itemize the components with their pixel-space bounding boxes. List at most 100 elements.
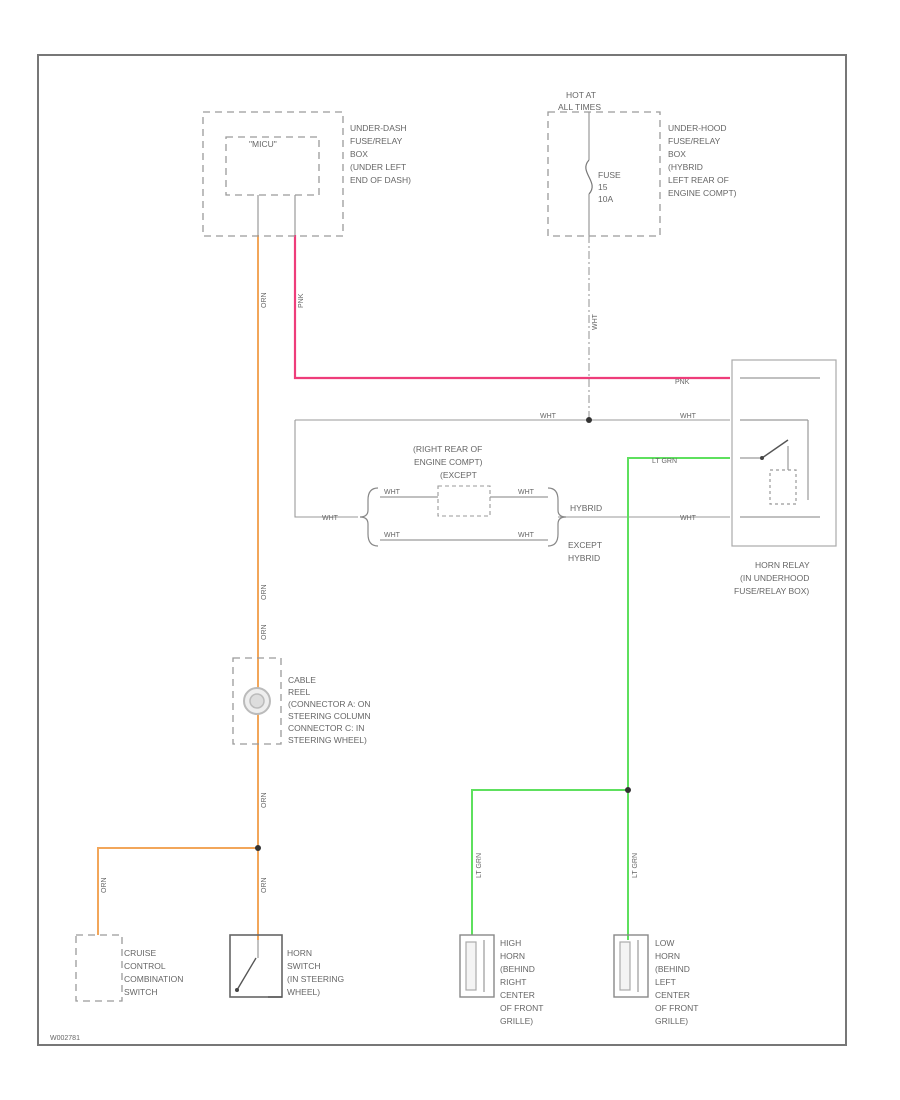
horn-switch-label-2: (IN STEERING	[287, 974, 344, 984]
high-horn-label-4: CENTER	[500, 990, 535, 1000]
relay-pivot	[760, 456, 764, 460]
wire-label-pnk-1: PNK	[298, 293, 305, 308]
underhood-label-0: UNDER-HOOD	[668, 123, 727, 133]
high-horn-label-0: HIGH	[500, 938, 521, 948]
low-horn-label-4: CENTER	[655, 990, 690, 1000]
underhood-label-5: ENGINE COMPT)	[668, 188, 737, 198]
underhood-label-3: (HYBRID	[668, 162, 703, 172]
wire-label-wht-1: WHT	[592, 313, 599, 330]
wire-label-orn-4: ORN	[261, 792, 268, 808]
micu-box	[202, 111, 344, 237]
variant-hybrid: HYBRID	[570, 503, 602, 513]
horn-relay-label-2: FUSE/RELAY BOX)	[734, 586, 809, 596]
green-splice	[625, 787, 631, 793]
horn-relay-box	[731, 359, 837, 547]
wire-label-orn-3: ORN	[261, 624, 268, 640]
wire-label-orn-5: ORN	[261, 877, 268, 893]
right-brace	[547, 487, 567, 547]
cable-reel-label-5: STEERING WHEEL)	[288, 735, 367, 745]
horn-relay-label-0: HORN RELAY	[755, 560, 810, 570]
orange-splice	[255, 845, 261, 851]
green-wire-main	[627, 457, 730, 940]
underhood-box	[547, 111, 661, 237]
footer-code: W002781	[50, 1035, 80, 1042]
horn-switch-contact	[236, 957, 257, 991]
ground-label-1: ENGINE COMPT)	[414, 457, 483, 467]
variant-except-1: HYBRID	[568, 553, 600, 563]
high-horn-symbol	[465, 941, 477, 991]
variant-except-0: EXCEPT	[568, 540, 602, 550]
diagram-frame	[37, 54, 847, 1046]
high-horn-label-6: GRILLE)	[500, 1016, 533, 1026]
green-wire-high-horn	[471, 789, 628, 935]
pink-wire	[293, 235, 730, 380]
high-horn-box	[459, 934, 495, 998]
supply-label-1: ALL TIMES	[558, 102, 601, 112]
left-brace	[359, 487, 379, 547]
wire-label-wht-4: WHT	[322, 515, 339, 522]
low-horn-label-3: LEFT	[655, 977, 676, 987]
micu-inner	[225, 136, 320, 196]
wire-label-orn-6: ORN	[101, 877, 108, 893]
wire-label-pnk-2: PNK	[675, 379, 690, 386]
cable-reel-label-2: (CONNECTOR A: ON	[288, 699, 371, 709]
wire-label-wht-6: WHT	[518, 489, 535, 496]
fuse-label-2: 10A	[598, 194, 613, 204]
horn-relay-label-1: (IN UNDERHOOD	[740, 573, 809, 583]
high-horn-label-5: OF FRONT	[500, 1003, 543, 1013]
horn-switch-box	[229, 934, 283, 998]
micu-label-0: UNDER-DASH	[350, 123, 407, 133]
wire-label-wht-8: WHT	[518, 532, 535, 539]
cruise-switch-box	[75, 934, 123, 1002]
cruise-label-1: CONTROL	[124, 961, 166, 971]
horn-switch-label-1: SWITCH	[287, 961, 321, 971]
low-horn-symbol	[619, 941, 631, 991]
horn-switch-label-3: WHEEL)	[287, 987, 320, 997]
cable-reel-label-3: STEERING COLUMN	[288, 711, 371, 721]
wire-label-wht-7: WHT	[384, 532, 401, 539]
wire-label-wht-5: WHT	[384, 489, 401, 496]
micu-label-2: BOX	[350, 149, 368, 159]
wire-label-orn-1: ORN	[261, 292, 268, 308]
low-horn-box	[613, 934, 649, 998]
high-horn-label-3: RIGHT	[500, 977, 526, 987]
ground-label-2: (EXCEPT	[440, 470, 477, 480]
relay-contact	[761, 439, 789, 459]
cruise-label-3: SWITCH	[124, 987, 158, 997]
underhood-label-1: FUSE/RELAY	[668, 136, 721, 146]
horn-switch-label-0: HORN	[287, 948, 312, 958]
wire-label-ltgrn-1: LT GRN	[652, 458, 677, 465]
cable-reel-label-0: CABLE	[288, 675, 316, 685]
micu-label-4: END OF DASH)	[350, 175, 411, 185]
low-horn-label-5: OF FRONT	[655, 1003, 698, 1013]
low-horn-label-0: LOW	[655, 938, 674, 948]
cable-reel-label-1: REEL	[288, 687, 310, 697]
orange-wire-cruise	[97, 847, 258, 935]
ground-connector	[437, 485, 491, 517]
underhood-label-2: BOX	[668, 149, 686, 159]
wire-label-wht-2: WHT	[540, 413, 557, 420]
wire-label-wht-9: WHT	[680, 515, 697, 522]
gray-splice	[586, 417, 592, 423]
fuse-symbol	[585, 159, 593, 195]
cable-reel-label-4: CONNECTOR C: IN	[288, 723, 364, 733]
high-horn-label-1: HORN	[500, 951, 525, 961]
micu-label-3: (UNDER LEFT	[350, 162, 406, 172]
supply-label-0: HOT AT	[566, 90, 596, 100]
wire-label-wht-3: WHT	[680, 413, 697, 420]
low-horn-label-6: GRILLE)	[655, 1016, 688, 1026]
underhood-label-4: LEFT REAR OF	[668, 175, 729, 185]
ground-label-0: (RIGHT REAR OF	[413, 444, 482, 454]
fuse-label-1: 15	[598, 182, 608, 192]
gray-wire-left	[294, 420, 358, 518]
micu-label-1: FUSE/RELAY	[350, 136, 403, 146]
micu-name: "MICU"	[249, 139, 277, 149]
high-horn-label-2: (BEHIND	[500, 964, 535, 974]
wire-label-orn-2: ORN	[261, 584, 268, 600]
relay-coil	[769, 469, 797, 505]
low-horn-label-2: (BEHIND	[655, 964, 690, 974]
cruise-label-2: COMBINATION	[124, 974, 183, 984]
low-horn-label-1: HORN	[655, 951, 680, 961]
fuse-label-0: FUSE	[598, 170, 621, 180]
